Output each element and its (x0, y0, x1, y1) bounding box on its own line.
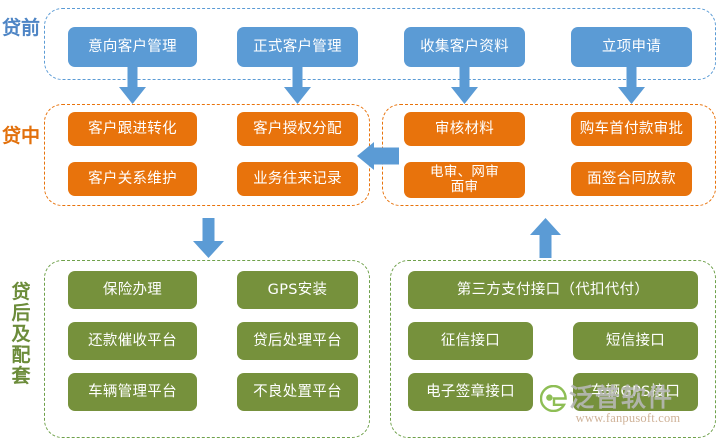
stage-label-in-loan: 贷中 (2, 125, 41, 147)
panel-post-loan-left (44, 260, 370, 438)
node-customer-authorization-allocation[interactable]: 客户授权分配 (237, 112, 358, 146)
node-customer-follow-up-conversion[interactable]: 客户跟进转化 (68, 112, 197, 146)
stage-label-pre-loan: 贷前 (2, 17, 41, 39)
arrow-down-icon-1 (119, 62, 146, 104)
node-phone-online-face-review[interactable]: 电审、网审 面审 (404, 162, 525, 198)
arrow-down-icon-3 (451, 62, 478, 104)
node-review-materials[interactable]: 审核材料 (404, 112, 525, 146)
node-intent-customer-management[interactable]: 意向客户管理 (68, 27, 197, 67)
node-collect-customer-info[interactable]: 收集客户资料 (404, 27, 525, 67)
node-bad-debt-disposal-platform[interactable]: 不良处置平台 (237, 373, 358, 411)
stage-label-post-loan: 贷后及配套 (11, 281, 31, 387)
node-post-loan-processing-platform[interactable]: 贷后处理平台 (237, 322, 358, 360)
node-vehicle-gps-interface[interactable]: 车辆GPS接口 (573, 373, 698, 411)
arrow-left-icon (357, 142, 399, 170)
node-repayment-collection-platform[interactable]: 还款催收平台 (68, 322, 197, 360)
node-face-to-face-contract-disbursement[interactable]: 面签合同放款 (571, 162, 692, 196)
node-gps-installation[interactable]: GPS安装 (237, 271, 358, 309)
node-electronic-signature-interface[interactable]: 电子签章接口 (408, 373, 533, 411)
arrow-down-icon-mid-left (193, 218, 224, 258)
node-business-transaction-record[interactable]: 业务往来记录 (237, 162, 358, 196)
node-car-down-payment-approval[interactable]: 购车首付款审批 (571, 112, 692, 146)
node-insurance-processing[interactable]: 保险办理 (68, 271, 197, 309)
node-credit-inquiry-interface[interactable]: 征信接口 (408, 322, 533, 360)
node-formal-customer-management[interactable]: 正式客户管理 (237, 27, 358, 67)
node-customer-relationship-maintenance[interactable]: 客户关系维护 (68, 162, 197, 196)
arrow-down-icon-2 (284, 62, 311, 104)
node-vehicle-management-platform[interactable]: 车辆管理平台 (68, 373, 197, 411)
panel-pre-loan (44, 8, 716, 80)
node-project-application[interactable]: 立项申请 (571, 27, 692, 67)
arrow-up-icon-mid-right (530, 218, 561, 258)
arrow-down-icon-4 (618, 62, 645, 104)
node-third-party-payment-interface[interactable]: 第三方支付接口（代扣代付） (408, 271, 698, 309)
node-sms-interface[interactable]: 短信接口 (573, 322, 698, 360)
panel-post-loan-right (390, 260, 716, 438)
